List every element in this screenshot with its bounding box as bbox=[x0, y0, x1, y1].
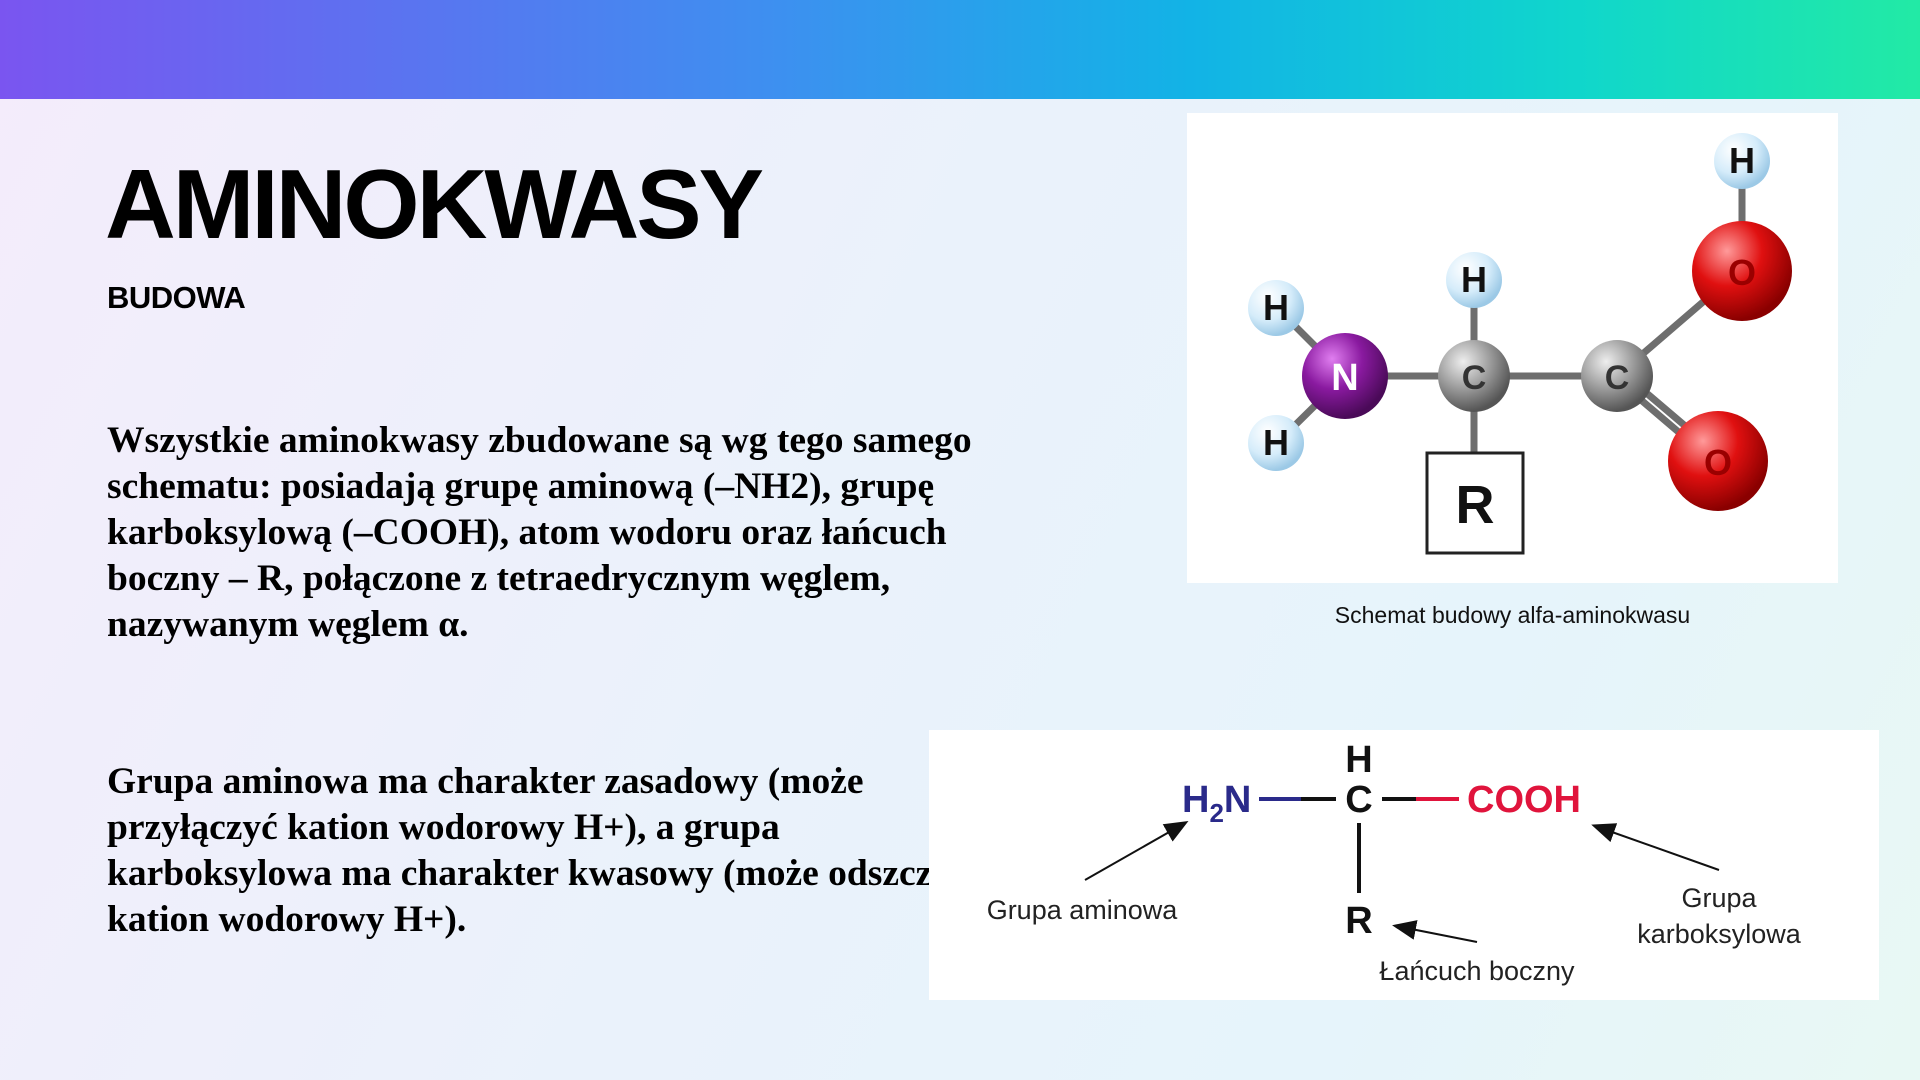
molecule-model-svg: R H H H H N C C O bbox=[1248, 133, 1792, 555]
oxygen-atom: O bbox=[1668, 411, 1768, 511]
svg-text:H: H bbox=[1461, 259, 1487, 300]
structural-formula-diagram: H2N H C COOH R Grupa aminowa Łańcuch boc… bbox=[929, 730, 1879, 1000]
carboxyl-carbon-atom: C bbox=[1581, 340, 1653, 412]
molecule-model-image: R H H H H N C C O bbox=[1187, 113, 1838, 583]
structure-paragraph: Wszystkie aminokwasy zbudowane są wg teg… bbox=[107, 420, 972, 645]
svg-text:C: C bbox=[1605, 359, 1630, 397]
carboxyl-label-line2: karboksylowa bbox=[1637, 919, 1802, 949]
page-subtitle: BUDOWA bbox=[107, 280, 246, 315]
molecule-caption: Schemat budowy alfa-aminokwasu bbox=[1334, 602, 1691, 628]
carboxyl-label-line1: Grupa bbox=[1681, 883, 1757, 913]
side-chain-arrow bbox=[1392, 920, 1478, 943]
molecule-bonds bbox=[1273, 157, 1746, 474]
carboxyl-arrow bbox=[1591, 823, 1720, 871]
oxygen-atom: O bbox=[1692, 221, 1792, 321]
hydrogen-atom: H bbox=[1714, 133, 1770, 189]
page-title: AMINOKWASY bbox=[105, 149, 764, 259]
svg-text:N: N bbox=[1331, 357, 1358, 399]
hydrogen-atom: H bbox=[1446, 252, 1502, 308]
top-gradient-bar bbox=[0, 0, 1920, 99]
structural-formula-svg: H2N H C COOH R Grupa aminowa Łańcuch boc… bbox=[987, 739, 1802, 986]
r-group-box bbox=[1425, 451, 1525, 555]
alpha-carbon-symbol: C bbox=[1345, 779, 1372, 821]
svg-text:C: C bbox=[1462, 359, 1487, 397]
amino-group-formula: H2N bbox=[1182, 779, 1251, 828]
carboxyl-group-formula: COOH bbox=[1467, 779, 1581, 821]
top-hydrogen-symbol: H bbox=[1345, 739, 1372, 781]
acid-base-paragraph: Grupa aminowa ma charakter zasadowy (moż… bbox=[107, 761, 997, 940]
svg-text:H: H bbox=[1263, 422, 1289, 463]
nitrogen-atom: N bbox=[1302, 333, 1388, 419]
side-chain-symbol: R bbox=[1345, 900, 1372, 942]
amino-group-label: Grupa aminowa bbox=[987, 895, 1179, 925]
svg-text:H: H bbox=[1729, 140, 1755, 181]
hydrogen-atom: H bbox=[1248, 415, 1304, 471]
side-chain-label: Łańcuch boczny bbox=[1379, 956, 1575, 986]
r-group-label: R bbox=[1456, 475, 1495, 535]
svg-text:H: H bbox=[1263, 287, 1289, 328]
hydrogen-atom: H bbox=[1248, 280, 1304, 336]
svg-text:O: O bbox=[1704, 442, 1732, 483]
svg-text:O: O bbox=[1728, 252, 1756, 293]
alpha-carbon-atom: C bbox=[1438, 340, 1510, 412]
amino-arrow bbox=[1084, 821, 1189, 881]
